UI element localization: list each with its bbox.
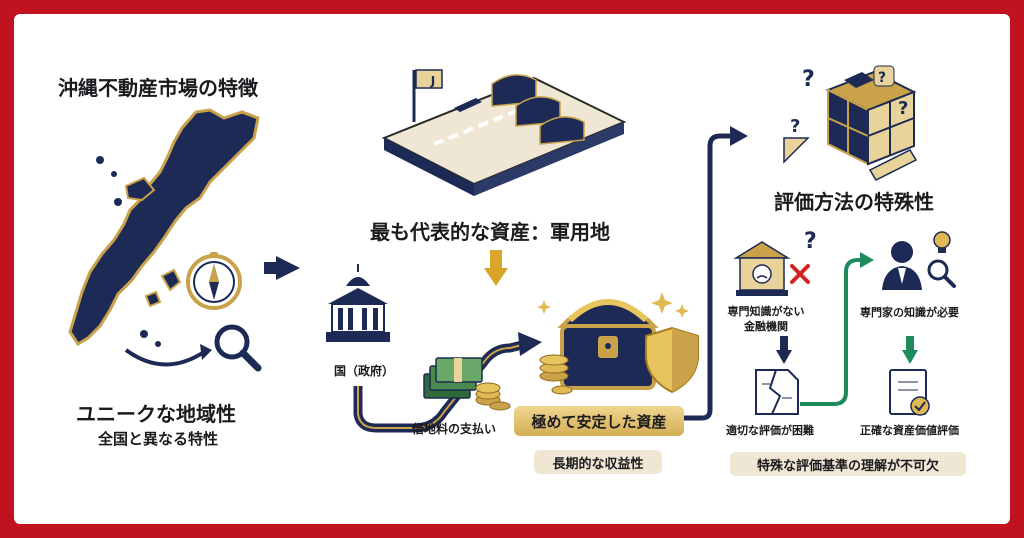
broken-document-icon xyxy=(755,369,799,415)
military-base-illustration xyxy=(381,69,627,196)
ruler-icon xyxy=(783,137,918,181)
accurate-label: 正確な資産価値評価 xyxy=(860,424,959,437)
section1-heading: ユニークな地域性 xyxy=(76,402,236,426)
sparkle-icons xyxy=(537,292,689,318)
magnifier-icon xyxy=(214,324,262,372)
bank-label: 専門知識がない 金融機関 xyxy=(727,305,805,333)
government-label: 国（政府） xyxy=(334,364,395,378)
expert-person-icon xyxy=(882,241,922,290)
difficult-label: 適切な評価が困難 xyxy=(726,424,814,437)
arrow-down-expert xyxy=(902,350,918,364)
compass-icon xyxy=(186,252,242,310)
svg-text:?: ? xyxy=(802,67,815,92)
long-term-yield-badge: 長期的な収益性 xyxy=(534,450,662,474)
payment-label: 借地料の支払い xyxy=(412,422,497,436)
section1-subheading: 全国と異なる特性 xyxy=(98,430,219,448)
stable-asset-badge: 極めて安定した資産 xyxy=(514,406,684,436)
bank-building-icon: ? xyxy=(733,229,817,296)
certified-document-icon xyxy=(889,369,930,416)
expert-magnifier-icon xyxy=(927,259,956,288)
diagram-graphics: ? ? ? ? ? xyxy=(68,65,956,433)
section1-title: 沖縄不動産市場の特徴 xyxy=(58,76,258,100)
question-mark-icons: ? ? ? ? xyxy=(790,65,908,137)
growth-arrow xyxy=(682,133,734,421)
section3-title: 評価方法の特殊性 xyxy=(774,190,934,214)
lightbulb-icon xyxy=(933,231,951,253)
svg-text:?: ? xyxy=(790,116,800,137)
arrow-down xyxy=(484,268,508,286)
green-flow-arrow xyxy=(800,258,864,406)
svg-text:?: ? xyxy=(898,98,908,119)
evaluation-banner: 特殊な評価基準の理解が不可欠 xyxy=(730,452,966,476)
expert-label: 専門家の知識が必要 xyxy=(860,306,959,319)
arrow-right xyxy=(276,256,300,280)
shield-icon xyxy=(645,326,699,394)
svg-text:?: ? xyxy=(804,229,817,254)
government-building-icon xyxy=(326,264,390,342)
arrow-down-bank xyxy=(776,350,792,364)
x-mark-icon xyxy=(790,264,810,284)
curved-arrow xyxy=(124,348,206,367)
treasure-chest-icon xyxy=(539,299,659,395)
section2-title: 最も代表的な資産：軍用地 xyxy=(370,220,610,244)
flag-letter: J xyxy=(430,74,436,88)
money-stack-icon xyxy=(423,357,511,411)
svg-text:?: ? xyxy=(878,70,886,86)
okinawa-map xyxy=(68,108,260,347)
diagram-canvas: ? ? ? ? ? xyxy=(14,14,1010,524)
